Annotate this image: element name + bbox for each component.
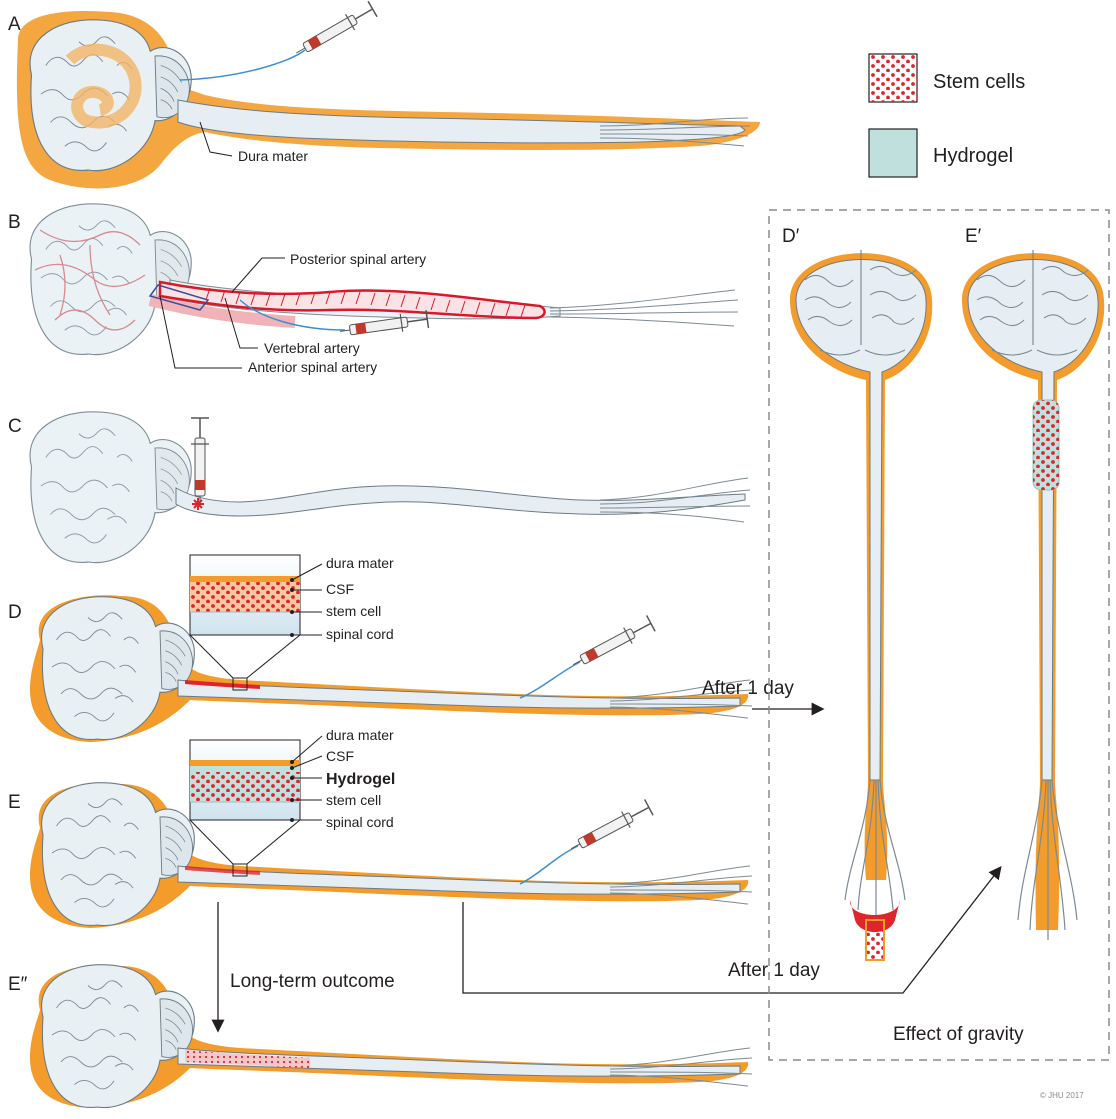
brain-e xyxy=(42,783,195,926)
legend-dots xyxy=(869,54,917,102)
catheter-d xyxy=(520,662,580,698)
panel-d: D dura mater CSF stem cell spinal cord xyxy=(8,555,752,742)
panel-label-b: B xyxy=(8,212,21,233)
brain-e2 xyxy=(42,965,195,1108)
panel-label-e: E xyxy=(8,792,21,813)
cauda-b xyxy=(550,290,738,326)
label-posterior-spinal-artery: Posterior spinal artery xyxy=(290,251,426,267)
vertical-cns-d-prime xyxy=(790,250,932,960)
gravity-caption: Effect of gravity xyxy=(893,1024,1024,1045)
brain-c xyxy=(30,412,191,563)
syringe-d xyxy=(569,615,655,672)
inset-d xyxy=(190,555,300,635)
inset-e-csf: CSF xyxy=(326,748,354,764)
label-after-day-d: After 1 day xyxy=(702,678,794,699)
legend-label-stem-cells: Stem cells xyxy=(933,71,1025,93)
panel-label-d: D xyxy=(8,602,22,623)
panel-label-c: C xyxy=(8,416,22,437)
syringe-a xyxy=(292,1,377,61)
inset-e-hydrogel: Hydrogel xyxy=(326,771,395,788)
syringe-e xyxy=(567,799,653,856)
panel-label-e-prime: E′ xyxy=(965,226,982,247)
inset-d-csf: CSF xyxy=(326,581,354,597)
inset-e-cord: spinal cord xyxy=(326,814,394,830)
label-vertebral-artery: Vertebral artery xyxy=(264,340,360,356)
panel-a: A Dura mater xyxy=(8,1,760,188)
inset-d-cord: spinal cord xyxy=(326,626,394,642)
panel-label-a: A xyxy=(8,14,21,35)
syringe-c xyxy=(191,418,209,506)
label-anterior-spinal-artery: Anterior spinal artery xyxy=(248,359,377,375)
inset-e xyxy=(190,740,300,820)
panel-label-e-double-prime: E″ xyxy=(8,974,28,995)
inset-d-stem: stem cell xyxy=(326,603,381,619)
vertical-cns-e-prime xyxy=(962,250,1104,940)
catheter-e xyxy=(520,846,578,884)
panel-label-d-prime: D′ xyxy=(782,226,800,247)
catheter-a xyxy=(180,50,305,80)
panel-b: B Posterior spinal artery Vertebral arte… xyxy=(8,204,738,375)
panel-e: E dura mater CSF Hydrogel stem cell spin xyxy=(8,727,752,928)
brain-d xyxy=(42,597,195,740)
legend-swatch-hydrogel xyxy=(869,129,917,177)
inset-d-dura: dura mater xyxy=(326,555,394,571)
label-after-day-e: After 1 day xyxy=(728,960,820,981)
inset-e-stem: stem cell xyxy=(326,792,381,808)
inset-e-dura: dura mater xyxy=(326,727,394,743)
credit-signature: © JHU 2017 xyxy=(1040,1091,1084,1100)
label-dura-mater-a: Dura mater xyxy=(238,148,308,164)
gravity-box: Effect of gravity D′ E′ © JHU 2017 xyxy=(769,210,1109,1100)
legend: Stem cells Hydrogel xyxy=(869,54,1025,177)
label-long-term: Long-term outcome xyxy=(230,971,395,992)
panel-c: C xyxy=(8,412,750,563)
legend-label-hydrogel: Hydrogel xyxy=(933,145,1013,167)
